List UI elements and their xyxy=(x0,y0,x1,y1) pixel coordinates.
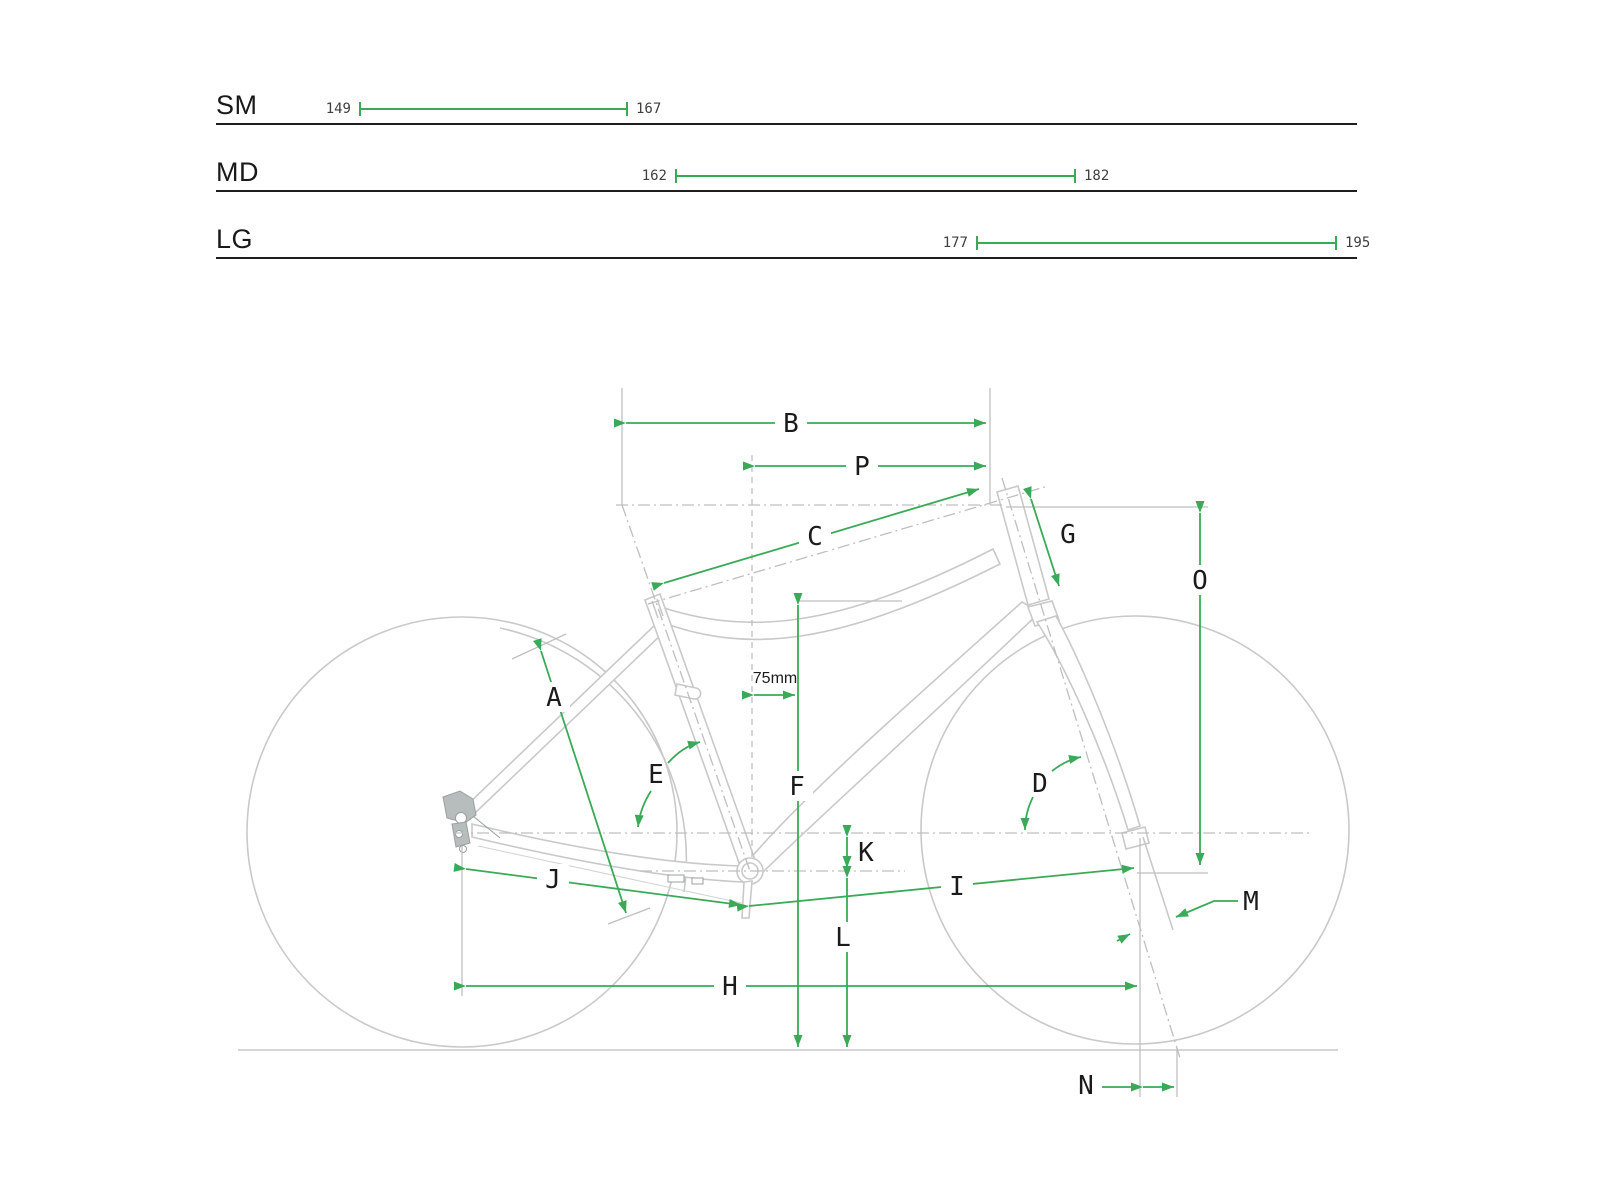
crank-arm xyxy=(741,880,753,919)
dim-label-K: K xyxy=(858,838,874,868)
dim-label-G: G xyxy=(1060,520,1076,550)
dim-C: C xyxy=(651,488,980,591)
dim-P: P xyxy=(743,451,986,482)
rear-wheel xyxy=(246,616,678,1048)
dim-label-C: C xyxy=(807,522,823,552)
size-row-lg: LG 177 195 xyxy=(216,224,1371,259)
range-min-value: 162 xyxy=(641,168,667,184)
down-tube xyxy=(747,601,1042,874)
seat-tube-axis-line xyxy=(621,504,751,872)
dim-label-F: F xyxy=(789,772,805,802)
range-min-value: 149 xyxy=(325,101,351,117)
dim-M: M xyxy=(1116,887,1259,944)
range-min-value: 177 xyxy=(942,235,968,251)
dim-label-L: L xyxy=(835,923,851,953)
dim-label-75mm: 75mm xyxy=(753,670,797,687)
dim-D: D xyxy=(1020,754,1082,831)
range-max-value: 195 xyxy=(1345,235,1371,251)
size-label-sm: SM xyxy=(216,90,258,120)
front-dropout xyxy=(1121,826,1150,850)
size-range-bar-sm: 149 167 xyxy=(326,101,662,117)
fork-blade xyxy=(1035,615,1141,832)
dim-label-A: A xyxy=(546,683,562,713)
dim-K: K xyxy=(842,825,874,868)
size-row-md: MD 162 182 xyxy=(216,159,1357,192)
dimension-annotations: B P C G O xyxy=(453,408,1259,1101)
range-max-value: 182 xyxy=(1084,168,1110,184)
dim-G: G xyxy=(1023,486,1076,587)
size-label-md: MD xyxy=(216,157,259,187)
dim-N: N xyxy=(1078,1071,1174,1101)
dim-E: E xyxy=(634,740,701,828)
rear-dropout-derailleur xyxy=(442,790,501,853)
seat-tube-boss xyxy=(674,683,702,700)
dim-label-I: I xyxy=(949,872,965,902)
steering-axis-line xyxy=(1001,477,1181,1059)
size-range-bar-md: 162 182 xyxy=(642,168,1110,184)
range-max-value: 167 xyxy=(636,101,662,117)
dim-label-N: N xyxy=(1078,1071,1094,1101)
dim-F: F xyxy=(781,593,813,1047)
dim-J: J xyxy=(453,862,742,908)
seat-tube-ext-tick-top xyxy=(511,633,567,660)
dim-label-B: B xyxy=(783,409,799,439)
dim-75mm: 75mm xyxy=(742,670,797,700)
dim-L: L xyxy=(827,866,859,1047)
dim-label-M: M xyxy=(1243,887,1259,917)
size-row-sm: SM 149 167 xyxy=(216,92,1357,125)
fork-offset-line xyxy=(1142,836,1174,931)
seat-clamp-slot xyxy=(656,598,664,617)
dim-label-D: D xyxy=(1032,769,1048,799)
size-range-bar-lg: 177 195 xyxy=(943,235,1371,251)
dim-O: O xyxy=(1184,501,1216,865)
top-tube xyxy=(653,547,1002,641)
dim-label-O: O xyxy=(1192,566,1208,596)
dim-label-P: P xyxy=(854,452,870,482)
bike-line-art xyxy=(238,485,1350,1051)
seat-tube-ext-tick-bottom xyxy=(607,907,651,925)
dim-label-E: E xyxy=(648,760,664,790)
dim-H: H xyxy=(454,971,1137,1002)
dim-I: I xyxy=(736,864,1135,912)
front-wheel xyxy=(920,615,1350,1045)
dim-B: B xyxy=(614,408,986,439)
effective-top-tube-line xyxy=(647,485,1049,605)
size-label-lg: LG xyxy=(216,224,254,254)
chain-guard xyxy=(691,877,704,885)
dim-label-H: H xyxy=(722,972,738,1002)
chain-guard xyxy=(667,874,685,883)
seat-clamp-slot xyxy=(651,600,659,619)
dim-label-J: J xyxy=(545,865,561,895)
